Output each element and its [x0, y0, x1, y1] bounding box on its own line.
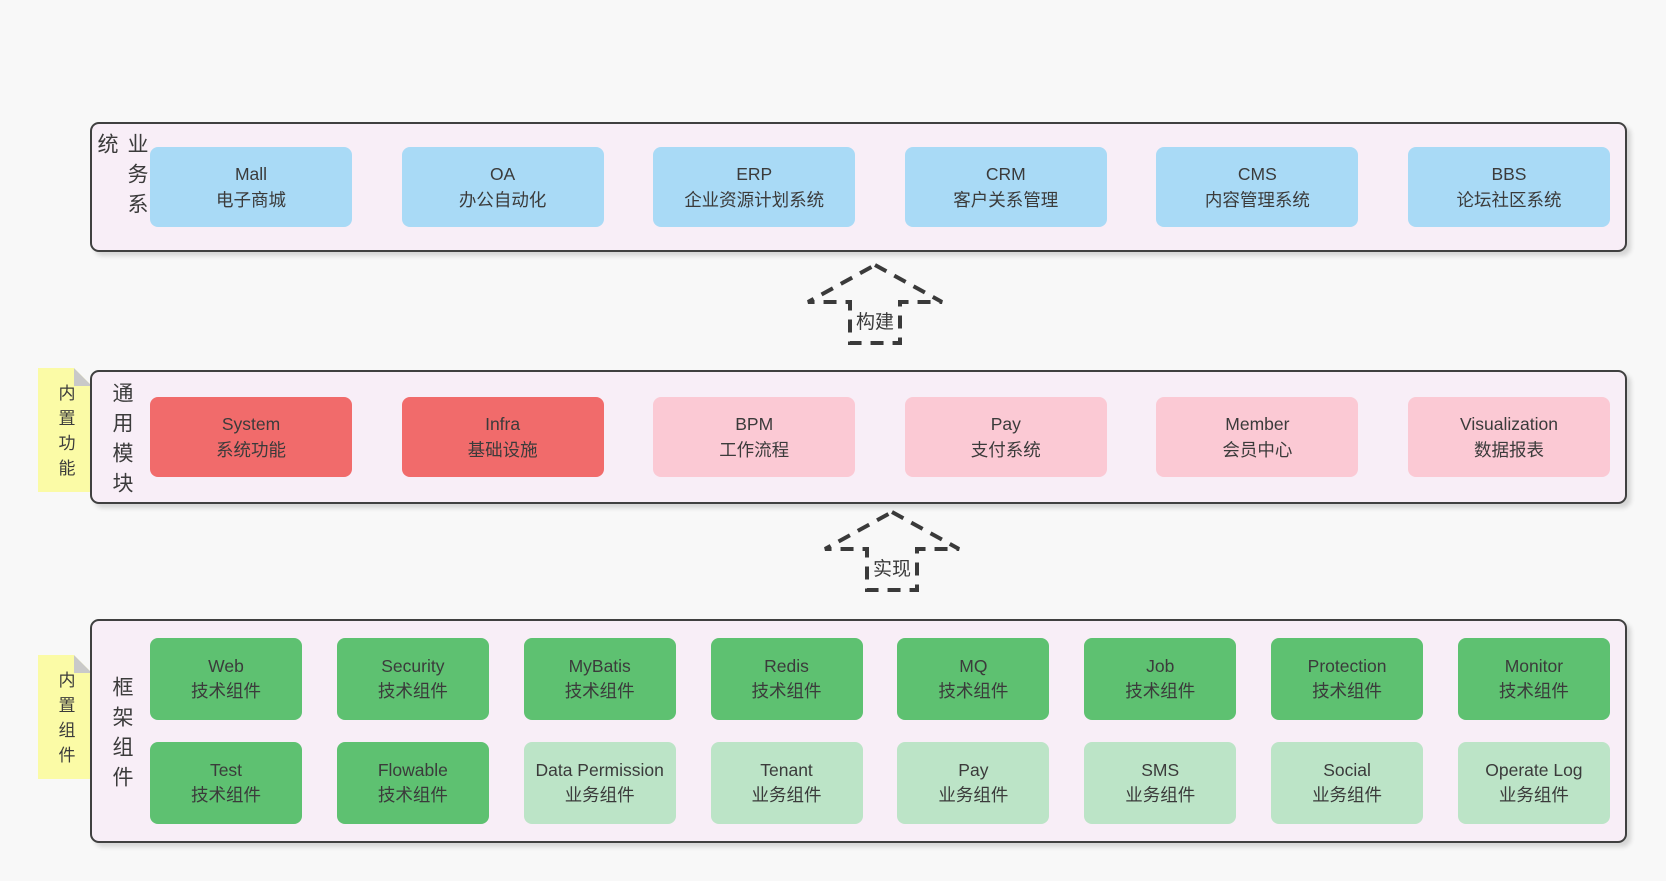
box-desc: 技术组件 — [938, 681, 1009, 701]
box-name: Security — [381, 656, 445, 676]
panel-framework-components: 框架组件 Web 技术组件 Security 技术组件 MyBatis 技术组件… — [90, 619, 1627, 843]
box-name: ERP — [736, 164, 773, 184]
panel-common-modules: 通用模块 System 系统功能 Infra 基础设施 BPM 工作流程 Pay… — [90, 370, 1627, 504]
box-desc: 会员中心 — [1222, 440, 1293, 460]
box-desc: 技术组件 — [1312, 681, 1383, 701]
box-operate-log: Operate Log 业务组件 — [1457, 742, 1610, 824]
box-desc: 技术组件 — [1125, 681, 1196, 701]
box-pay-business: Pay 业务组件 — [897, 742, 1050, 824]
build-arrow-label: 构建 — [852, 306, 898, 335]
box-bpm: BPM 工作流程 — [653, 397, 856, 477]
box-name: Member — [1225, 414, 1290, 434]
box-flowable: Flowable 技术组件 — [336, 742, 489, 824]
box-name: Redis — [764, 656, 809, 676]
box-social: Social 业务组件 — [1271, 742, 1424, 824]
box-name: Operate Log — [1485, 760, 1583, 780]
box-desc: 支付系统 — [970, 440, 1041, 460]
box-sms: SMS 业务组件 — [1084, 742, 1237, 824]
box-name: Monitor — [1504, 656, 1564, 676]
sticky-tag-built-in-components: 内置组件 — [38, 655, 92, 779]
box-desc: 技术组件 — [1498, 681, 1569, 701]
box-desc: 企业资源计划系统 — [684, 190, 825, 210]
box-desc: 业务组件 — [1125, 785, 1196, 805]
panel-components-label: 框架组件 — [110, 675, 133, 796]
box-name: SMS — [1141, 760, 1180, 780]
box-visualization: Visualization 数据报表 — [1407, 397, 1610, 477]
box-crm: CRM 客户关系管理 — [904, 147, 1107, 227]
box-desc: 业务组件 — [938, 785, 1009, 805]
box-name: Web — [208, 656, 244, 676]
box-name: CMS — [1237, 164, 1277, 184]
box-mybatis: MyBatis 技术组件 — [523, 638, 676, 720]
box-web: Web 技术组件 — [150, 638, 302, 720]
box-name: MQ — [959, 656, 988, 676]
box-name: System — [221, 414, 281, 434]
box-name: BPM — [735, 414, 774, 434]
box-name: Visualization — [1460, 414, 1558, 434]
box-name: BBS — [1491, 164, 1527, 184]
box-desc: 系统功能 — [216, 440, 286, 460]
build-arrow-icon: 构建 — [805, 262, 945, 346]
box-desc: 基础设施 — [467, 440, 538, 460]
box-protection: Protection 技术组件 — [1271, 638, 1424, 720]
box-desc: 业务组件 — [1498, 785, 1569, 805]
box-name: Social — [1323, 760, 1371, 780]
implement-arrow-icon: 实现 — [822, 509, 962, 593]
box-desc: 电子商城 — [216, 190, 286, 210]
box-pay: Pay 支付系统 — [904, 397, 1107, 477]
box-bbs: BBS 论坛社区系统 — [1407, 147, 1610, 227]
box-desc: 业务组件 — [1312, 785, 1383, 805]
box-job: Job 技术组件 — [1084, 638, 1237, 720]
box-desc: 业务组件 — [751, 785, 822, 805]
box-monitor: Monitor 技术组件 — [1457, 638, 1610, 720]
box-name: MyBatis — [568, 656, 631, 676]
box-desc: 工作流程 — [719, 440, 790, 460]
box-name: Pay — [958, 760, 989, 780]
box-name: CRM — [985, 164, 1026, 184]
box-mall: Mall 电子商城 — [150, 147, 352, 227]
box-name: OA — [489, 164, 516, 184]
implement-arrow-label: 实现 — [869, 553, 915, 582]
panel-business-systems: 业务系统 Mall 电子商城 OA 办公自动化 ERP 企业资源计划系统 CRM… — [90, 122, 1627, 252]
box-erp: ERP 企业资源计划系统 — [653, 147, 856, 227]
box-name: Test — [209, 760, 243, 780]
box-name: Mall — [234, 164, 268, 184]
box-desc: 业务组件 — [564, 785, 635, 805]
box-name: Infra — [485, 414, 521, 434]
box-infra: Infra 基础设施 — [401, 397, 604, 477]
box-cms: CMS 内容管理系统 — [1156, 147, 1359, 227]
box-desc: 客户关系管理 — [953, 190, 1059, 210]
box-mq: MQ 技术组件 — [897, 638, 1050, 720]
box-desc: 论坛社区系统 — [1456, 190, 1562, 210]
box-data-permission: Data Permission 业务组件 — [523, 742, 676, 824]
box-desc: 技术组件 — [377, 785, 448, 805]
box-desc: 技术组件 — [377, 681, 448, 701]
box-security: Security 技术组件 — [336, 638, 489, 720]
box-test: Test 技术组件 — [150, 742, 302, 824]
box-redis: Redis 技术组件 — [710, 638, 863, 720]
box-system: System 系统功能 — [150, 397, 352, 477]
box-name: Tenant — [760, 760, 813, 780]
box-desc: 技术组件 — [191, 681, 261, 701]
box-desc: 数据报表 — [1473, 440, 1544, 460]
box-member: Member 会员中心 — [1156, 397, 1359, 477]
box-name: Job — [1146, 656, 1175, 676]
sticky-tag-built-in-features: 内置功能 — [38, 368, 92, 492]
box-name: Protection — [1307, 656, 1387, 676]
box-oa: OA 办公自动化 — [401, 147, 604, 227]
box-tenant: Tenant 业务组件 — [710, 742, 863, 824]
box-desc: 技术组件 — [191, 785, 261, 805]
box-name: Flowable — [377, 760, 448, 780]
box-desc: 内容管理系统 — [1204, 190, 1310, 210]
panel-business-label: 业务系统 — [95, 133, 148, 223]
box-name: Data Permission — [535, 760, 664, 780]
panel-modules-label: 通用模块 — [110, 381, 133, 502]
box-desc: 办公自动化 — [458, 190, 547, 210]
box-desc: 技术组件 — [564, 681, 635, 701]
box-name: Pay — [990, 414, 1021, 434]
box-desc: 技术组件 — [751, 681, 822, 701]
